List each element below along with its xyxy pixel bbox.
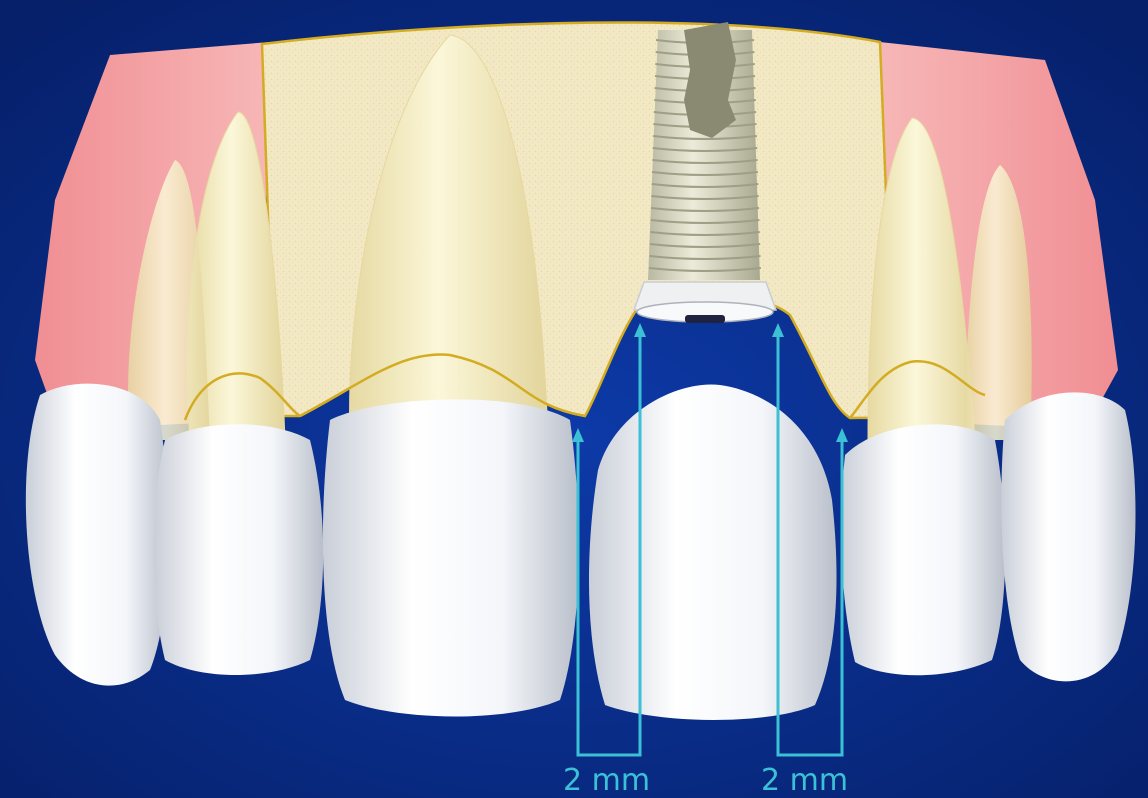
tooth-icon: [154, 424, 323, 675]
tooth-icon: [589, 384, 837, 720]
tooth-icon: [841, 424, 1005, 675]
tooth-icon: [1001, 392, 1135, 681]
distance-label-left: 2 mm: [563, 763, 650, 798]
distance-label-right: 2 mm: [761, 763, 848, 798]
tooth-icon: [323, 399, 579, 716]
